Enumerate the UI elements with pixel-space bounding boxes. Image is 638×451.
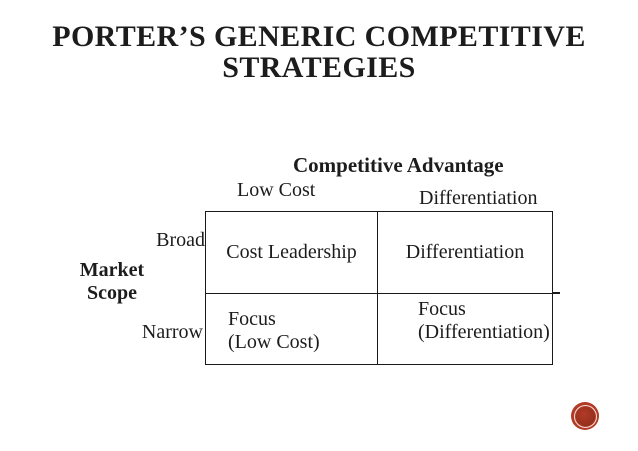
cost-leadership-label: Cost Leadership [226, 241, 357, 263]
market-scope-line2: Scope [87, 282, 137, 304]
competitive-advantage-axis-title: Competitive Advantage [293, 153, 504, 177]
matrix-cell-differentiation: Differentiation [378, 212, 552, 294]
row-divider-overhang [552, 292, 560, 294]
red-circle-inner-ring [573, 404, 597, 428]
red-circle-core [575, 406, 595, 426]
row-label-narrow: Narrow [141, 321, 203, 343]
focus-differentiation-line1: Focus [418, 298, 466, 320]
market-scope-axis-title: Market Scope [70, 259, 154, 305]
focus-differentiation-line2: (Differentiation) [418, 321, 550, 343]
red-ring-circle-icon [571, 402, 599, 430]
focus-low-cost-line1: Focus [228, 308, 276, 330]
column-label-differentiation: Differentiation [419, 187, 538, 209]
differentiation-label: Differentiation [405, 241, 525, 263]
strategy-matrix: Cost Leadership Differentiation Focus (L… [205, 211, 553, 365]
row-label-broad: Broad [156, 229, 205, 251]
column-label-low-cost: Low Cost [237, 179, 316, 201]
focus-low-cost-line2: (Low Cost) [228, 331, 320, 353]
slide-title-line1: PORTER’S GENERIC COMPETITIVE [52, 20, 586, 53]
matrix-cell-focus-differentiation: Focus (Differentiation) [378, 294, 552, 364]
slide-title-line2: STRATEGIES [222, 51, 416, 84]
matrix-cell-focus-low-cost: Focus (Low Cost) [206, 294, 378, 364]
market-scope-line1: Market [79, 259, 145, 281]
matrix-cell-cost-leadership: Cost Leadership [206, 212, 378, 294]
slide-title: PORTER’S GENERIC COMPETITIVE STRATEGIES [0, 21, 638, 83]
